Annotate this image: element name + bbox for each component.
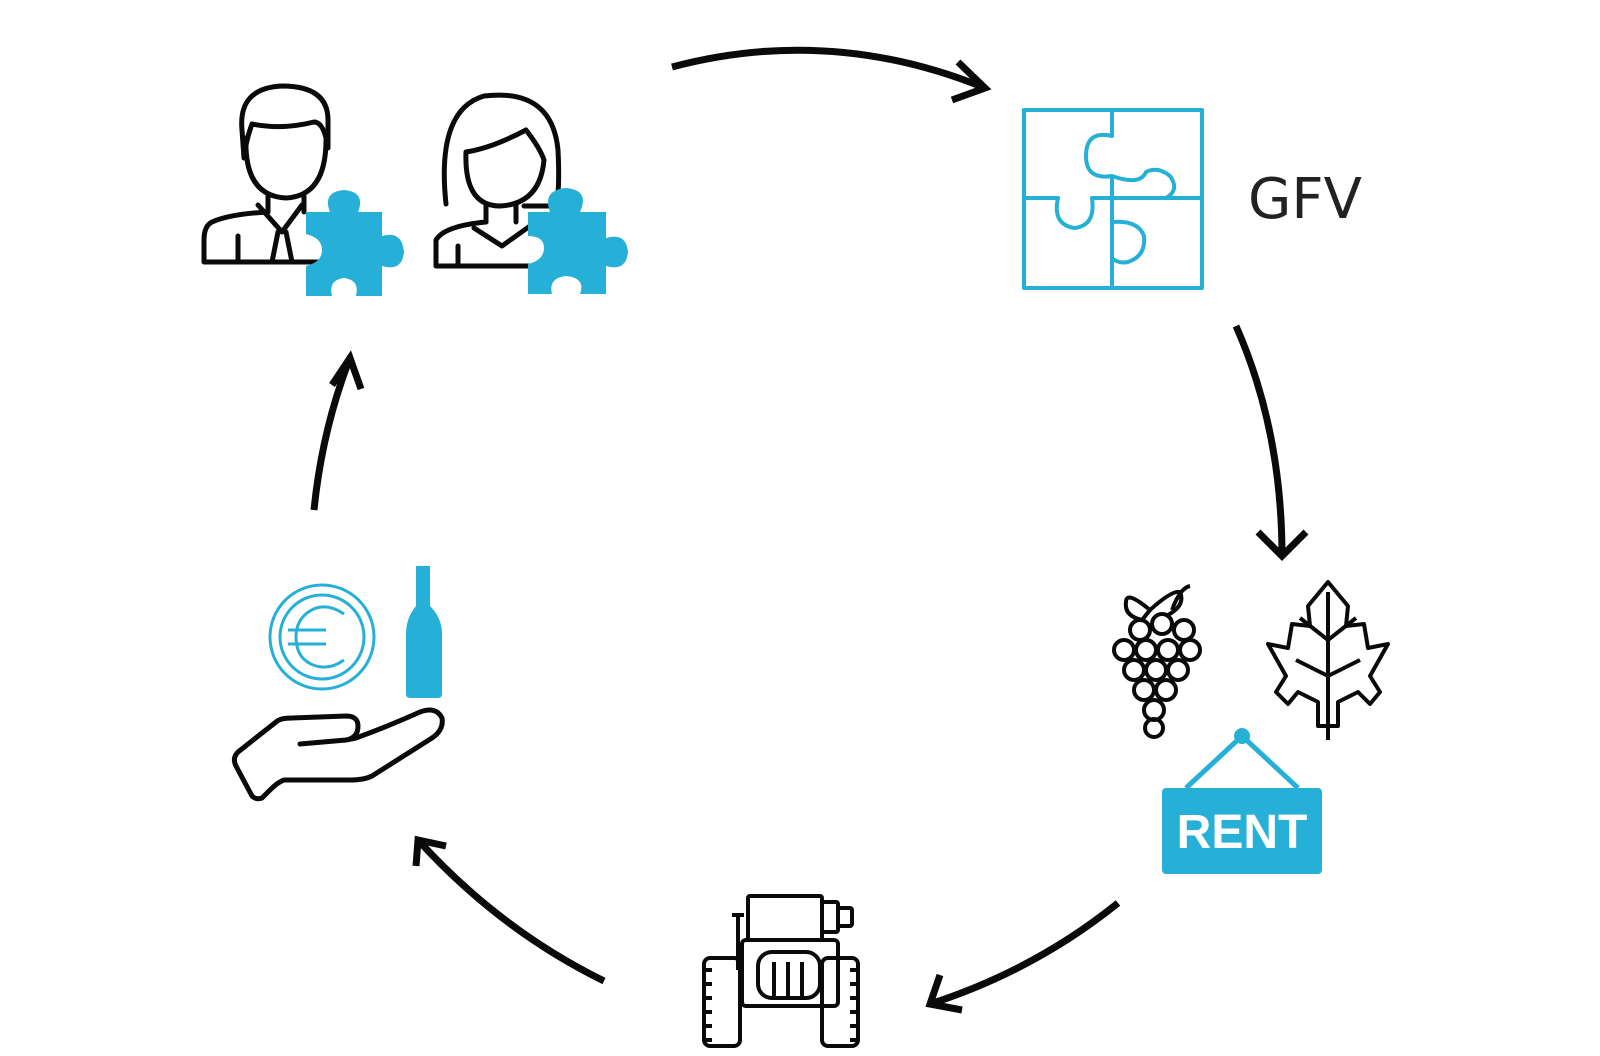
puzzle-icon: [1022, 108, 1204, 290]
node-vineyard-rent: RENT: [1112, 580, 1390, 874]
arrow-investors-to-gfv: [671, 46, 992, 104]
arrow-vineyard-to-tractor: [925, 900, 1121, 1014]
euro-coin-icon: [268, 583, 376, 691]
node-returns: [231, 566, 445, 802]
man-puzzle-piece-icon: [306, 190, 404, 296]
vine-leaf-icon: [1266, 580, 1390, 740]
node-investors: [201, 83, 628, 296]
tractor-icon: [702, 894, 860, 1048]
rent-sign-icon: RENT: [1162, 728, 1322, 874]
wine-bottle-icon: [406, 566, 442, 698]
arrow-gfv-to-vineyard: [1232, 324, 1309, 561]
arrow-tractor-to-returns: [412, 835, 606, 985]
arrow-returns-to-investors: [310, 350, 365, 511]
rent-label: RENT: [1177, 806, 1308, 859]
grapes-icon: [1112, 584, 1202, 739]
node-gfv: GFV: [1022, 108, 1362, 290]
woman-investor-icon: [433, 92, 562, 269]
man-investor-icon: [201, 83, 331, 265]
cycle-arrows: [310, 46, 1309, 1014]
gfv-label: GFV: [1248, 167, 1362, 232]
open-hand-icon: [231, 707, 445, 802]
woman-puzzle-piece-icon: [528, 188, 628, 294]
node-farming: [702, 894, 860, 1048]
